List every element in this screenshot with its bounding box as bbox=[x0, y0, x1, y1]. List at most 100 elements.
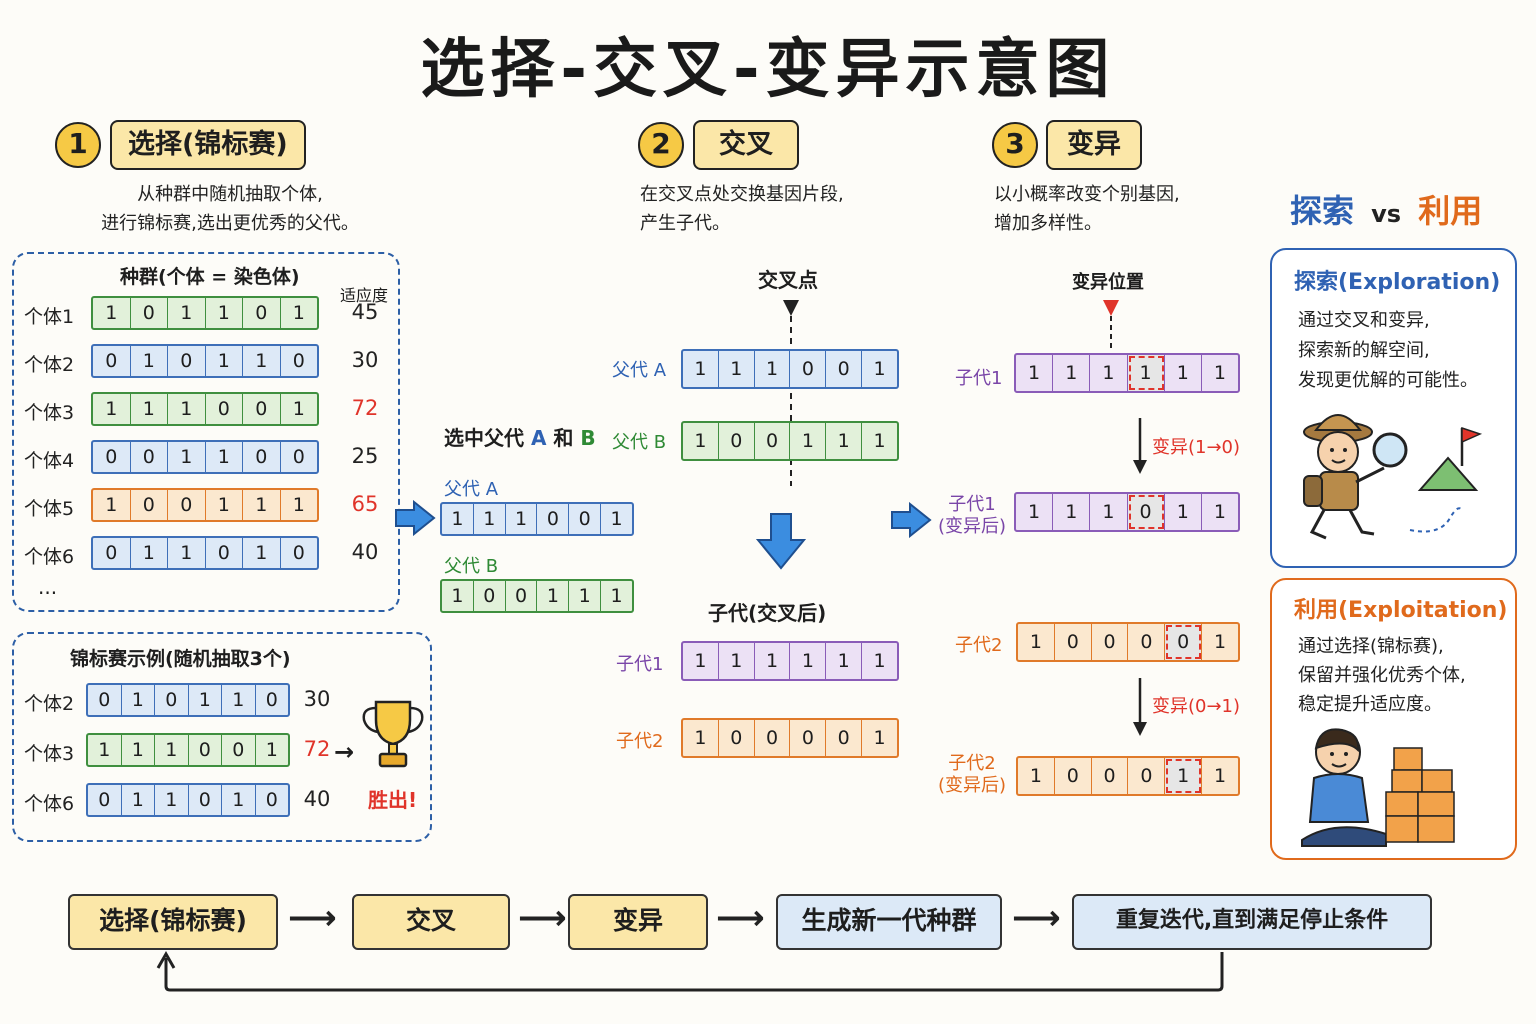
gene-cell: 1 bbox=[1018, 758, 1055, 794]
gene-cell: 0 bbox=[292, 350, 305, 372]
gene-cell: 1 bbox=[93, 394, 131, 424]
heading-explore: 探索 bbox=[1290, 192, 1355, 230]
flow-step-new-generation: 生成新一代种群 bbox=[776, 894, 1002, 950]
heading-exploit: 利用 bbox=[1418, 192, 1483, 230]
exploration-title: 探索(Exploration) bbox=[1294, 270, 1501, 295]
mutation-position-marker bbox=[1103, 300, 1119, 352]
gene-cell: 0 bbox=[265, 689, 278, 711]
flow-arrow-icon: ⟶ bbox=[1012, 898, 1061, 938]
gene-cell: 0 bbox=[168, 490, 206, 520]
gene-cell: 0 bbox=[222, 735, 256, 765]
gene-cell: 1 bbox=[873, 358, 886, 380]
gene-cell: 1 bbox=[610, 585, 623, 607]
gene-cell: 1 bbox=[206, 298, 243, 328]
gene-cell: 0 bbox=[131, 490, 168, 520]
exploration-line-1: 通过交叉和变异, bbox=[1298, 310, 1430, 331]
row-label: 个体3 bbox=[24, 402, 75, 424]
gene-cell: 1 bbox=[131, 346, 168, 376]
gene-cell: 1 bbox=[168, 298, 206, 328]
gene-cell: 1 bbox=[292, 494, 305, 516]
gene-cell: 1 bbox=[569, 581, 602, 611]
gene-cell: 0 bbox=[1128, 624, 1166, 660]
row-label: 个体2 bbox=[24, 354, 75, 376]
gene-cell: 1 bbox=[1165, 758, 1203, 794]
gene-cell: 0 bbox=[206, 538, 243, 568]
gene-cell: 1 bbox=[243, 538, 281, 568]
selected-parents-title: 选中父代 A 和 B bbox=[444, 422, 596, 451]
flow-step-mutation: 变异 bbox=[568, 894, 708, 950]
mutation-1-label: 变异(1→0) bbox=[1152, 437, 1241, 458]
gene-cell: 1 bbox=[790, 423, 827, 459]
gene-cell: 0 bbox=[1127, 494, 1165, 530]
gene-cell: 1 bbox=[683, 351, 719, 387]
gene-cell: 1 bbox=[1165, 494, 1202, 530]
row-label: 个体1 bbox=[24, 306, 75, 328]
gene-cell: 1 bbox=[131, 538, 168, 568]
gene-cell: 1 bbox=[1127, 355, 1165, 391]
population-title: 种群(个体 = 染色体) bbox=[120, 266, 300, 288]
gene-cell: 1 bbox=[292, 302, 305, 324]
step-2-description: 在交叉点处交换基因片段, 产生子代。 bbox=[640, 180, 940, 238]
step-3-number: 3 bbox=[992, 122, 1038, 168]
step-2-desc-line2: 产生子代。 bbox=[640, 213, 730, 234]
gene-cell: 1 bbox=[206, 346, 243, 376]
exploitation-title: 利用(Exploitation) bbox=[1294, 598, 1508, 623]
gene-cell: 0 bbox=[189, 785, 222, 815]
step-3-desc-line2: 增加多样性。 bbox=[994, 213, 1102, 234]
gene-cell: 1 bbox=[873, 727, 886, 749]
gene-cell: 0 bbox=[265, 789, 278, 811]
gene-cell: 0 bbox=[168, 346, 206, 376]
row-label: 个体6 bbox=[24, 546, 75, 568]
tournament-box bbox=[12, 632, 432, 842]
fitness-value: 40 bbox=[351, 540, 379, 564]
step-1-label: 选择(锦标赛) bbox=[110, 120, 306, 170]
gene-cell: 1 bbox=[442, 581, 474, 611]
crossover-children-title: 子代(交叉后) bbox=[708, 601, 827, 625]
population-box bbox=[12, 252, 400, 612]
flow-step-repeat: 重复迭代,直到满足停止条件 bbox=[1072, 894, 1432, 950]
gene-cell: 1 bbox=[683, 720, 719, 756]
gene-cell: 0 bbox=[243, 442, 281, 472]
gene-cell: 0 bbox=[189, 735, 222, 765]
step-3-desc-line1: 以小概率改变个别基因, bbox=[994, 184, 1180, 205]
selected-and: 和 bbox=[546, 426, 581, 450]
flow-arrow-icon: ⟶ bbox=[288, 898, 337, 938]
gene-cell: 1 bbox=[826, 423, 863, 459]
gene-cell: 1 bbox=[122, 685, 155, 715]
gene-cell: 1 bbox=[719, 643, 755, 679]
gene-cell: 0 bbox=[1092, 624, 1129, 660]
step-1-desc-line1: 从种群中随机抽取个体, bbox=[137, 184, 323, 205]
gene-cell: 0 bbox=[131, 298, 168, 328]
step-1-desc-line2: 进行锦标赛,选出更优秀的父代。 bbox=[101, 213, 359, 234]
exploration-line-2: 探索新的解空间, bbox=[1298, 340, 1430, 361]
gene-cell: 1 bbox=[265, 739, 278, 761]
gene-cell: 1 bbox=[683, 423, 719, 459]
gene-cell: 0 bbox=[826, 720, 863, 756]
gene-cell: 1 bbox=[610, 508, 623, 530]
gene-cell: 0 bbox=[790, 720, 827, 756]
gene-cell: 0 bbox=[506, 581, 538, 611]
builder-illustration bbox=[1301, 728, 1455, 847]
row-label: 个体4 bbox=[24, 450, 75, 472]
selected-a: A bbox=[530, 426, 547, 450]
gene-cell: 0 bbox=[474, 581, 506, 611]
gene-cell: 0 bbox=[755, 720, 791, 756]
fitness-value: 40 bbox=[303, 787, 331, 811]
selected-title-prefix: 选中父代 bbox=[444, 426, 531, 450]
gene-cell: 1 bbox=[1090, 494, 1128, 530]
gene-cell: 1 bbox=[206, 442, 243, 472]
gene-cell: 0 bbox=[88, 785, 122, 815]
gene-cell: 1 bbox=[243, 490, 281, 520]
gene-cell: 0 bbox=[790, 351, 827, 387]
